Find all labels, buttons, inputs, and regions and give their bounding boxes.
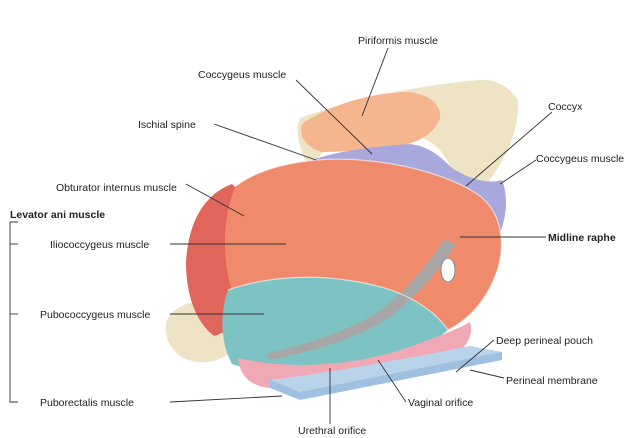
vaginal-orifice-shape [440, 257, 456, 283]
label-ischial-spine: Ischial spine [138, 119, 196, 131]
leader-lines [9, 47, 553, 424]
label-coccygeus-top: Coccygeus muscle [198, 69, 286, 81]
label-urethral-orifice: Urethral orifice [298, 425, 366, 437]
label-perineal-membrane: Perineal membrane [506, 375, 598, 387]
label-obturator: Obturator internus muscle [56, 182, 177, 194]
label-puborectalis: Puborectalis muscle [40, 397, 134, 409]
perineal-membrane-shape [270, 346, 502, 392]
label-levator-ani: Levator ani muscle [10, 209, 105, 221]
midline-raphe-shape [266, 240, 456, 360]
label-deep-perineal: Deep perineal pouch [496, 335, 593, 347]
label-pubococcygeus: Pubococcygeus muscle [40, 309, 150, 321]
piriformis-shape [301, 92, 441, 152]
pubococcygeus-shape [222, 277, 448, 371]
iliococcygeus-shape [224, 159, 502, 330]
label-iliococcygeus: Iliococcygeus muscle [50, 239, 149, 251]
label-piriformis: Piriformis muscle [358, 35, 438, 47]
label-coccygeus-right: Coccygeus muscle [536, 153, 624, 165]
label-midline-raphe: Midline raphe [548, 232, 616, 244]
label-coccyx: Coccyx [548, 101, 583, 113]
label-vaginal-orifice: Vaginal orifice [408, 397, 473, 409]
